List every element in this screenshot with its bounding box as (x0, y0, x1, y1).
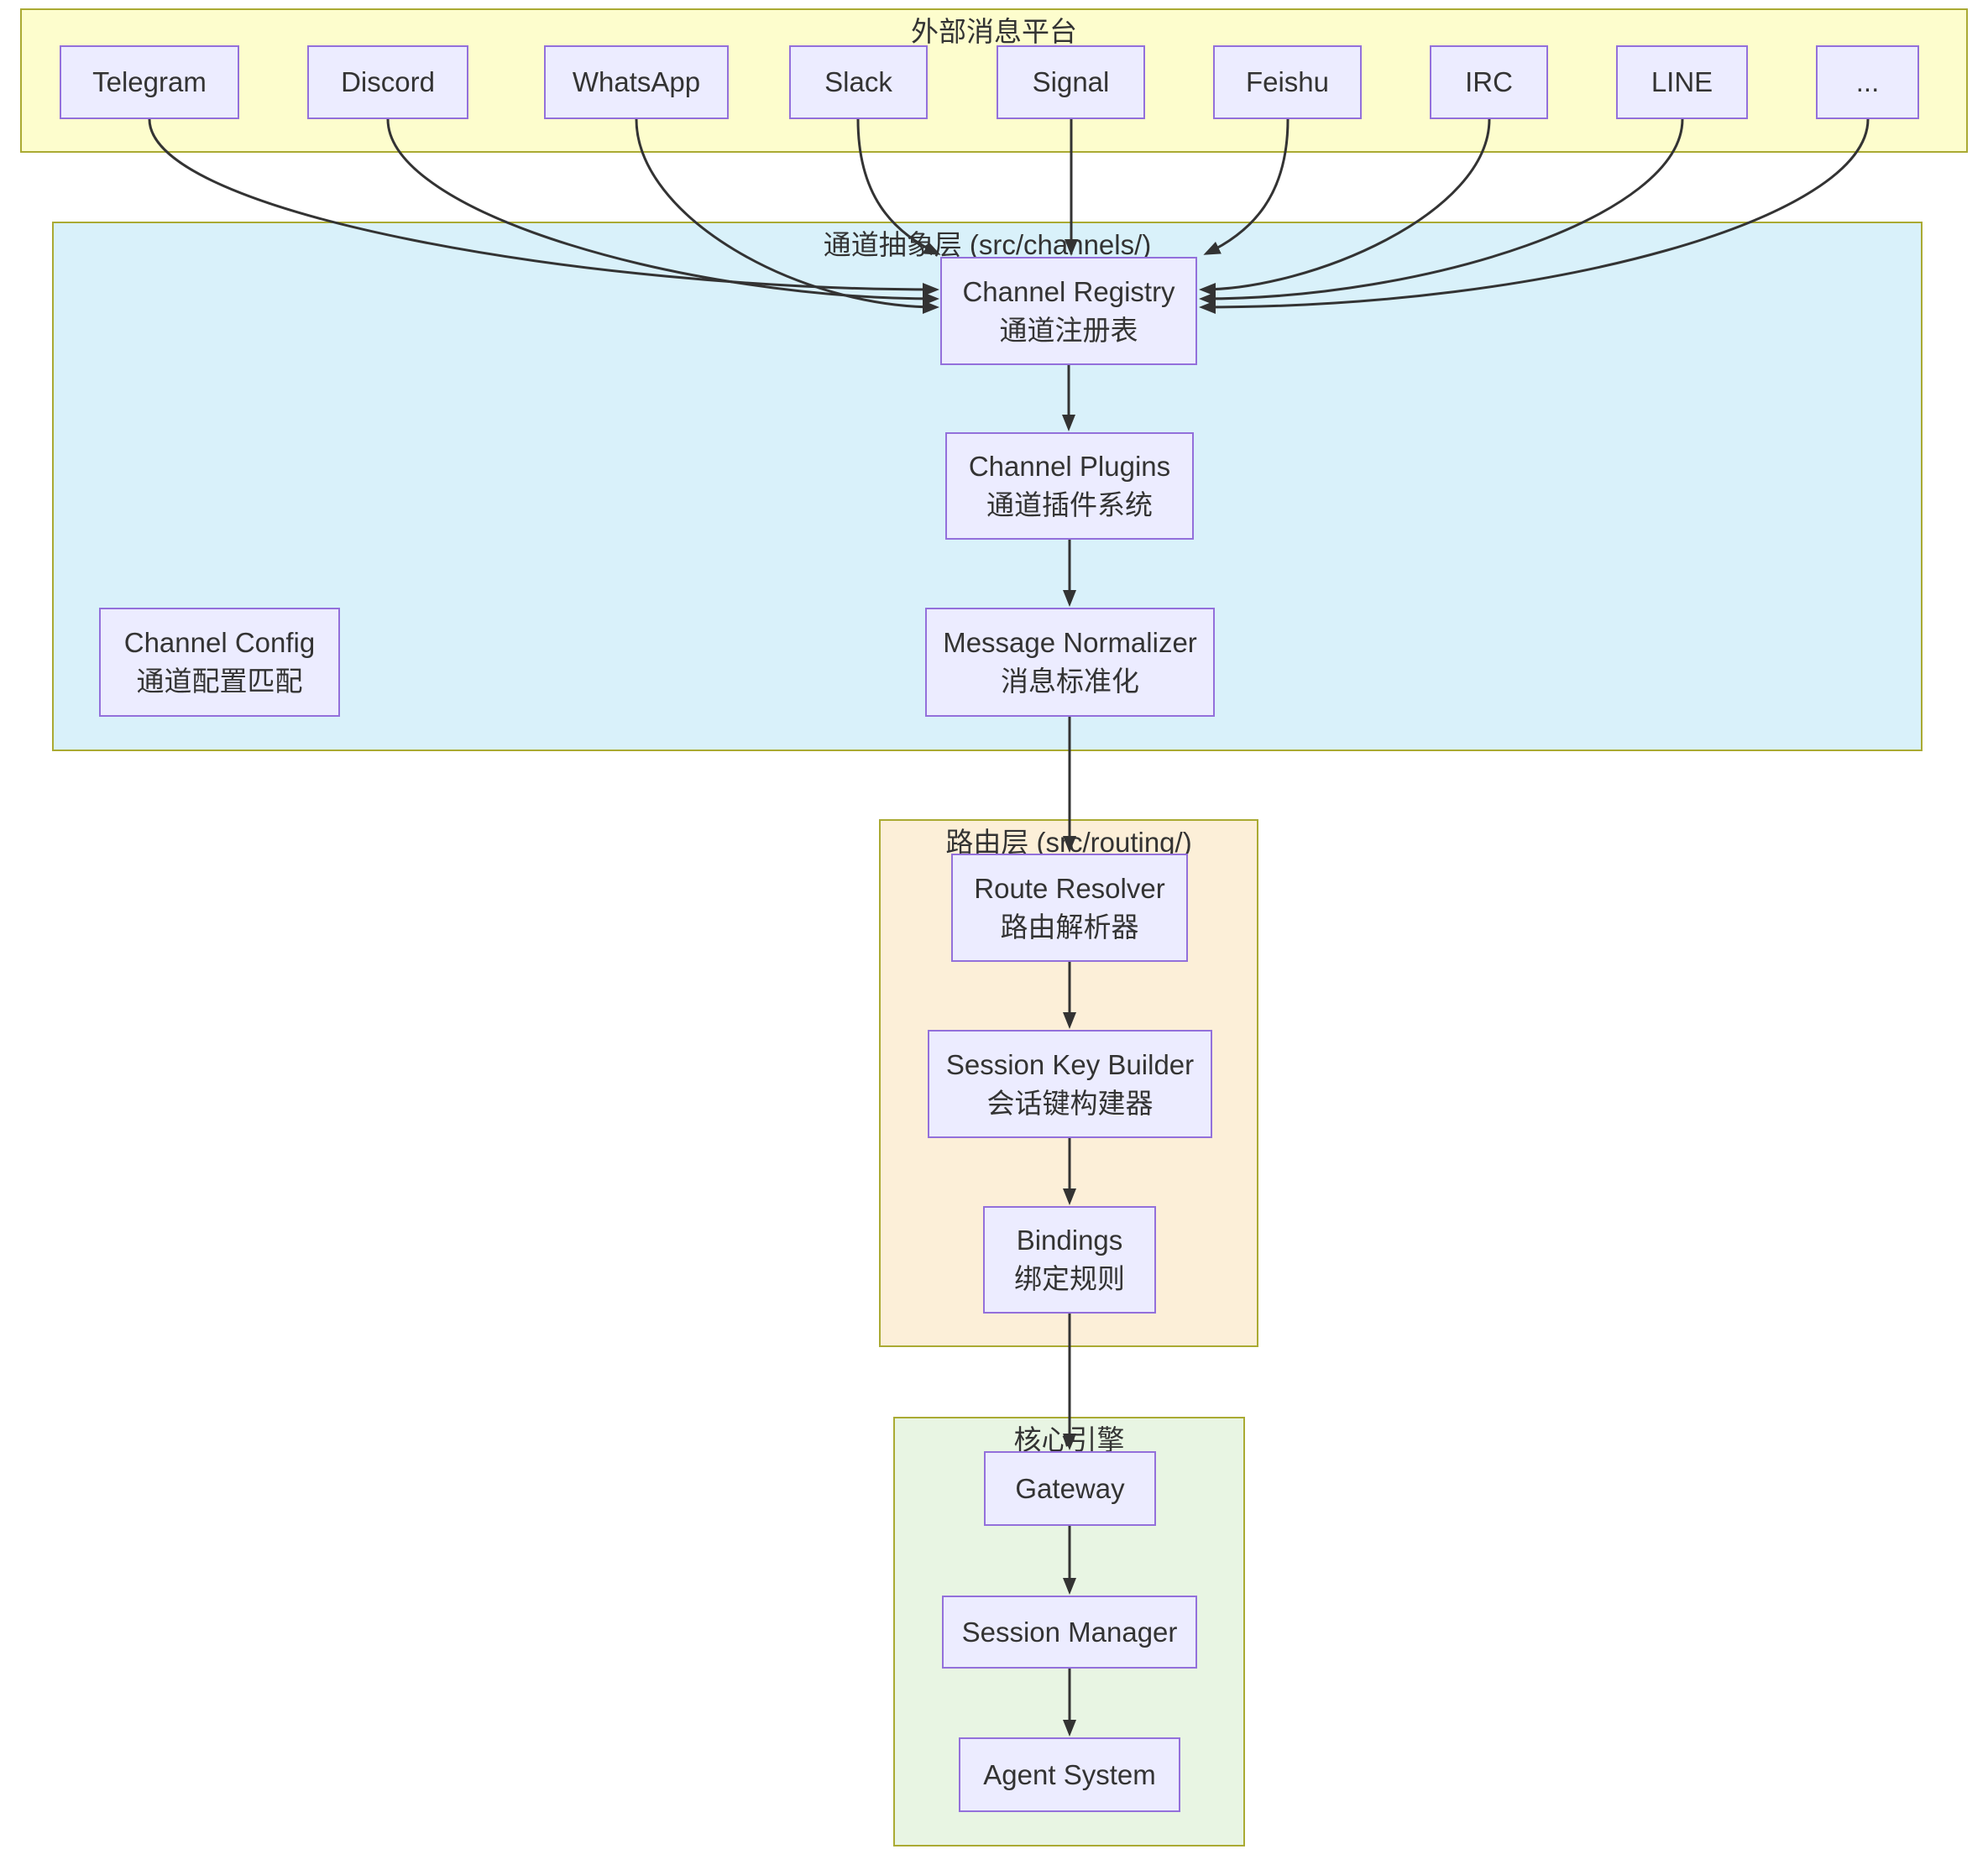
node-channel-plugins: Channel Plugins 通道插件系统 (945, 432, 1194, 540)
node-route-resolver: Route Resolver 路由解析器 (951, 854, 1188, 962)
node-irc-label: IRC (1465, 66, 1513, 98)
node-ellipsis-label: ... (1855, 66, 1880, 98)
node-line: LINE (1616, 45, 1748, 119)
node-slack: Slack (789, 45, 928, 119)
node-whatsapp-label: WhatsApp (572, 66, 701, 98)
node-signal: Signal (997, 45, 1145, 119)
node-channel-registry-label-zh: 通道注册表 (999, 314, 1138, 346)
node-channel-registry: Channel Registry 通道注册表 (940, 257, 1197, 365)
node-feishu-label: Feishu (1245, 66, 1330, 98)
node-bindings-label-en: Bindings (1016, 1225, 1123, 1256)
node-route-resolver-label-en: Route Resolver (974, 872, 1165, 904)
node-ellipsis: ... (1816, 45, 1919, 119)
node-signal-label: Signal (1032, 66, 1110, 98)
node-session-manager-label: Session Manager (961, 1616, 1178, 1648)
node-agent-system: Agent System (959, 1737, 1180, 1812)
node-channel-registry-label-en: Channel Registry (962, 275, 1175, 307)
node-feishu: Feishu (1213, 45, 1362, 119)
node-route-resolver-label-zh: 路由解析器 (1000, 911, 1139, 943)
node-message-normalizer: Message Normalizer 消息标准化 (925, 608, 1215, 717)
node-agent-system-label: Agent System (983, 1758, 1156, 1790)
node-discord: Discord (307, 45, 468, 119)
node-channel-config-label-en: Channel Config (123, 627, 316, 659)
node-irc: IRC (1430, 45, 1548, 119)
node-message-normalizer-label-en: Message Normalizer (943, 627, 1197, 659)
node-gateway: Gateway (984, 1451, 1156, 1526)
node-session-key-builder: Session Key Builder 会话键构建器 (928, 1030, 1212, 1138)
node-bindings: Bindings 绑定规则 (983, 1206, 1156, 1314)
node-whatsapp: WhatsApp (544, 45, 729, 119)
node-session-manager: Session Manager (942, 1596, 1197, 1669)
node-channel-config-label-zh: 通道配置匹配 (136, 666, 303, 697)
node-channel-plugins-label-en: Channel Plugins (968, 451, 1171, 483)
node-session-key-builder-label-zh: 会话键构建器 (986, 1087, 1154, 1119)
node-message-normalizer-label-zh: 消息标准化 (1001, 666, 1139, 697)
node-session-key-builder-label-en: Session Key Builder (945, 1048, 1195, 1080)
node-channel-plugins-label-zh: 通道插件系统 (986, 489, 1153, 520)
cluster-title-platforms: 外部消息平台 (911, 16, 1077, 47)
node-slack-label: Slack (824, 66, 892, 98)
node-line-label: LINE (1651, 66, 1713, 98)
node-telegram: Telegram (60, 45, 239, 119)
node-telegram-label: Telegram (92, 66, 207, 98)
node-discord-label: Discord (341, 66, 435, 98)
node-bindings-label-zh: 绑定规则 (1014, 1263, 1125, 1294)
node-channel-config: Channel Config 通道配置匹配 (99, 608, 340, 717)
node-gateway-label: Gateway (1015, 1472, 1125, 1504)
